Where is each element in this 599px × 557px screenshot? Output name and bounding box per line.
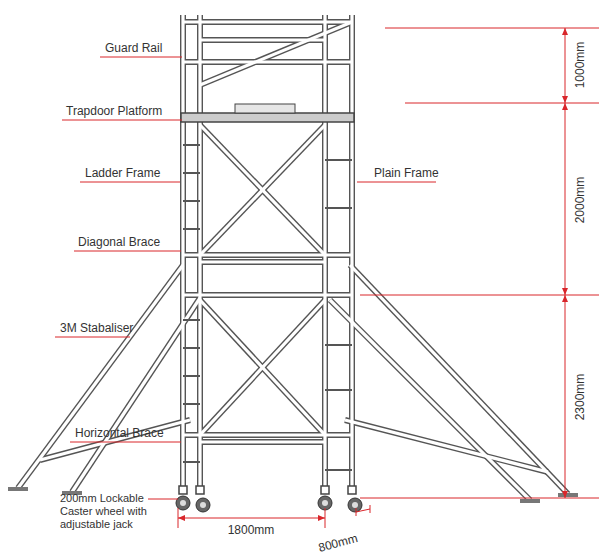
frame-tubes <box>18 15 568 500</box>
label-leaders <box>55 57 436 499</box>
dimension-label: 1800mm <box>227 523 276 537</box>
platform-deck <box>181 113 354 122</box>
part-label: Plain Frame <box>374 166 439 180</box>
part-label: Ladder Frame <box>85 166 160 180</box>
dimension-label: 2000mm <box>573 176 587 225</box>
dimension-label: 2300mm <box>573 373 587 422</box>
part-label: 200mm Lockable Caster wheel with adjusta… <box>60 492 178 531</box>
caster-wheels <box>176 486 362 512</box>
part-label: Trapdoor Platform <box>66 104 162 118</box>
dimension-lines <box>178 28 599 528</box>
part-label: Guard Rail <box>105 41 162 55</box>
dimension-label: 800mm <box>316 531 360 555</box>
part-label: 3M Stabaliser <box>60 321 133 335</box>
part-label: Diagonal Brace <box>78 235 160 249</box>
trapdoor <box>235 104 295 113</box>
part-label: Horizontal Brace <box>75 426 164 440</box>
frame-rungs <box>183 145 352 470</box>
dimension-label: 1000mm <box>573 41 587 90</box>
dimension-arrowheads <box>178 28 568 521</box>
frame-tubes-highlight <box>18 15 568 500</box>
